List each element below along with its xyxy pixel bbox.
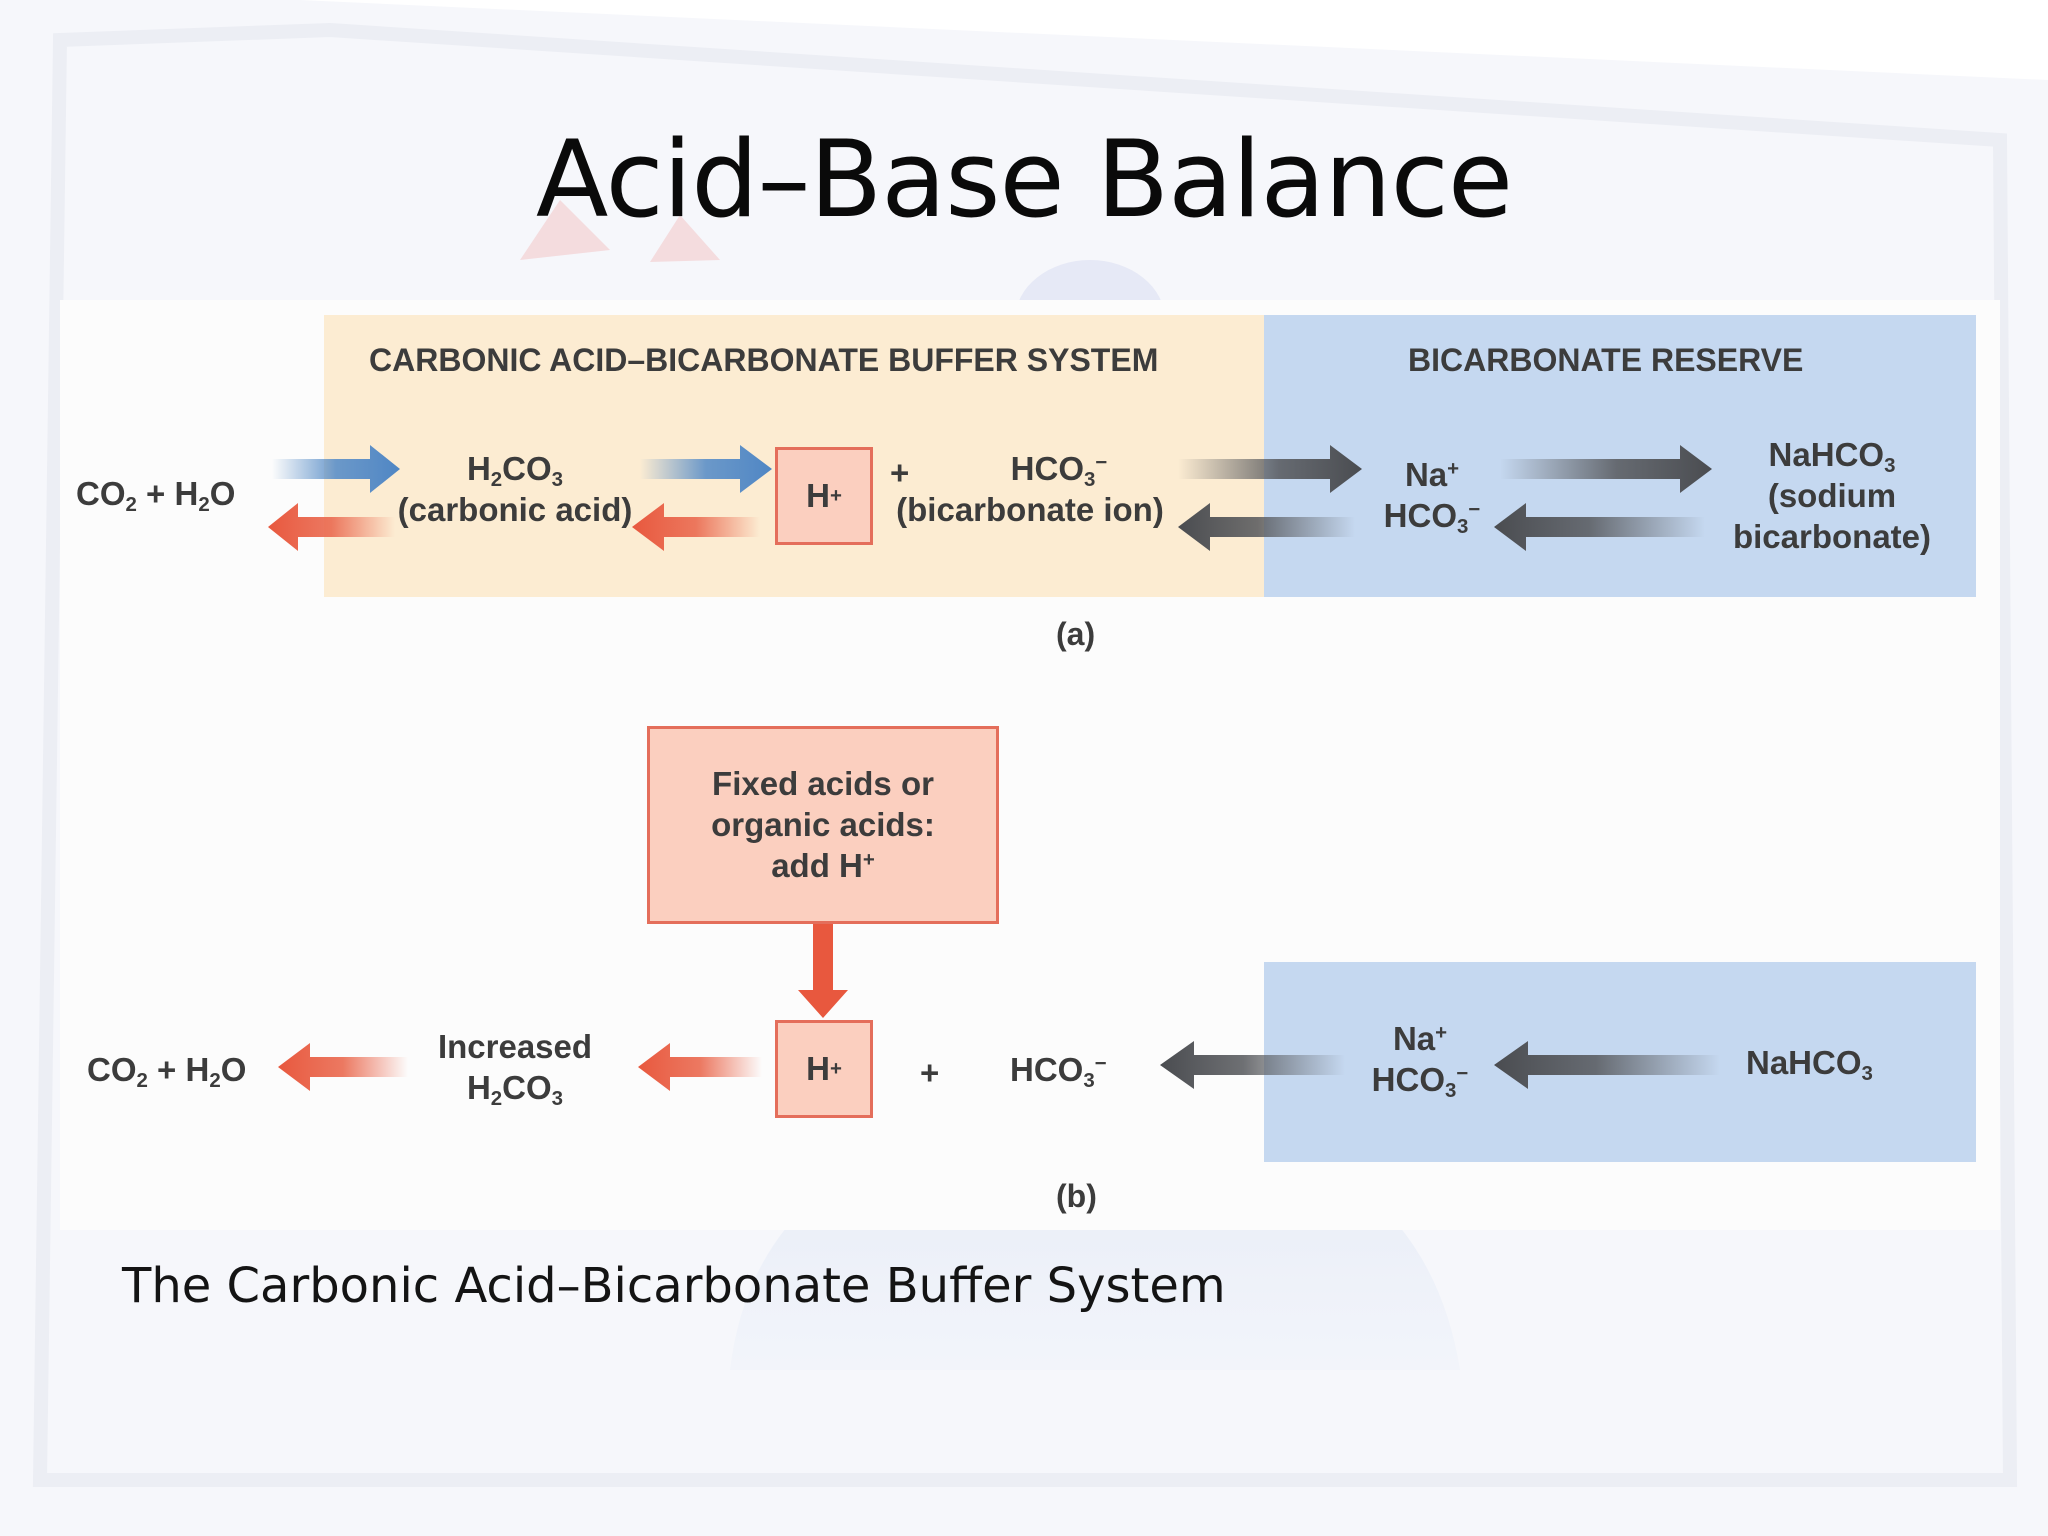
arrow-left xyxy=(632,503,760,551)
hydrogen-ion-box: H+ xyxy=(775,447,873,545)
bicarbonate-ion-label-b: HCO3− xyxy=(1010,1051,1107,1093)
sodium-bicarbonate-ions-label-b: Na+ HCO3− xyxy=(1371,1020,1469,1103)
co2-h2o-label: CO2 + H2O xyxy=(76,475,236,517)
arrow-right xyxy=(272,445,400,493)
slide-title: Acid–Base Balance xyxy=(535,118,1513,241)
arrow-right xyxy=(1178,445,1362,493)
panel-b-label: (b) xyxy=(1056,1178,1097,1214)
arrow-right xyxy=(1500,445,1712,493)
co2-h2o-label-b: CO2 + H2O xyxy=(87,1051,247,1093)
decor-triangle xyxy=(520,200,610,260)
slide-caption: The Carbonic Acid–Bicarbonate Buffer Sys… xyxy=(122,1258,1226,1314)
bicarbonate-ion-label: HCO3− (bicarbonate ion) xyxy=(896,450,1164,528)
arrow-left xyxy=(1494,503,1705,551)
sodium-bicarbonate-label: NaHCO3 (sodium bicarbonate) xyxy=(1732,436,1932,555)
arrow-left xyxy=(268,503,395,551)
fixed-acids-box: Fixed acids or organic acids: add H+ xyxy=(647,726,999,924)
arrow-left xyxy=(1178,503,1355,551)
increased-carbonic-acid-label: Increased H2CO3 xyxy=(437,1028,593,1111)
sodium-bicarbonate-ions-label: Na+ HCO3− xyxy=(1383,456,1481,539)
plus-sign-b: + xyxy=(920,1054,940,1091)
arrow-left xyxy=(1494,1041,1720,1089)
sodium-bicarbonate-label-b: NaHCO3 xyxy=(1746,1044,1873,1086)
carbonic-acid-label: H2CO3 (carbonic acid) xyxy=(397,450,633,528)
bicarbonate-reserve-region xyxy=(1264,315,1976,597)
arrow-left xyxy=(638,1043,762,1091)
panel-a-label: (a) xyxy=(1056,616,1096,652)
decor-triangle xyxy=(650,215,720,262)
arrow-right xyxy=(640,445,772,493)
arrow-left xyxy=(1160,1041,1345,1089)
arrow-down xyxy=(798,924,848,1018)
arrow-left xyxy=(278,1043,408,1091)
buffer-system-header: CARBONIC ACID–BICARBONATE BUFFER SYSTEM xyxy=(369,342,1159,378)
hydrogen-ion-box-b: H+ xyxy=(775,1020,873,1118)
plus-sign: + xyxy=(890,454,910,491)
bicarbonate-reserve-header: BICARBONATE RESERVE xyxy=(1408,342,1804,378)
